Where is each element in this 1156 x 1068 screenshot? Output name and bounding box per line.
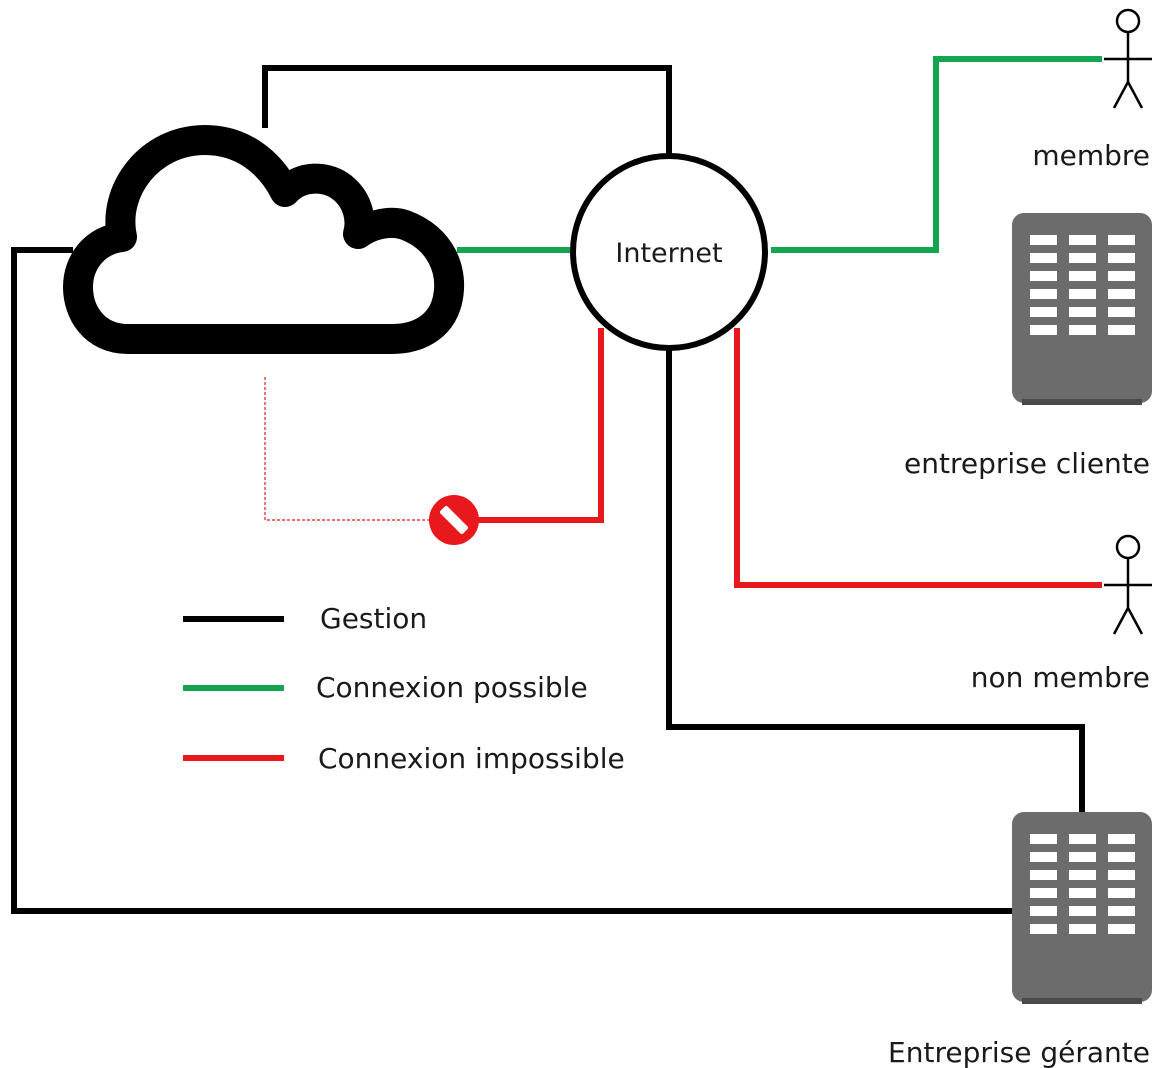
- server-base: [1022, 998, 1142, 1004]
- server-slot: [1069, 253, 1096, 263]
- legend-label-gestion: Gestion: [320, 602, 427, 635]
- link-internet-blocked: [478, 328, 604, 523]
- server-slot: [1108, 253, 1135, 263]
- non-membre-label: non membre: [971, 661, 1150, 694]
- legend: Gestion Connexion possible Connexion imp…: [183, 602, 625, 775]
- server-slot: [1069, 924, 1096, 934]
- server-slot: [1069, 852, 1096, 862]
- link-cloud-internet-top: [262, 65, 672, 157]
- gestion-links: [11, 65, 1085, 914]
- impossible-links: [264, 328, 1102, 588]
- server-slot: [1030, 870, 1057, 880]
- entreprise-cliente-label: entreprise cliente: [904, 447, 1150, 480]
- server-slot: [1030, 924, 1057, 934]
- server-slot: [1069, 271, 1096, 281]
- server-slot: [1030, 271, 1057, 281]
- server-slot: [1069, 307, 1096, 317]
- possible-links: [457, 56, 1102, 253]
- no-entry-icon: [429, 495, 479, 545]
- link-internet-membre: [771, 56, 1102, 253]
- server-slot: [1069, 888, 1096, 898]
- server-slot: [1030, 307, 1057, 317]
- link-internet-entreprise-gerante: [666, 350, 1085, 812]
- server-slot: [1030, 325, 1057, 335]
- link-blocked-cloud-dotted: [264, 375, 430, 521]
- server-slot: [1108, 289, 1135, 299]
- cloud-icon: [63, 125, 465, 354]
- server-slot: [1069, 235, 1096, 245]
- server-slot: [1069, 325, 1096, 335]
- server-slot: [1108, 924, 1135, 934]
- person-icon-membre: [1104, 8, 1152, 109]
- server-slot: [1108, 235, 1135, 245]
- server-slot: [1108, 271, 1135, 281]
- server-slot: [1030, 906, 1057, 916]
- server-slot: [1108, 888, 1135, 898]
- person-icon-non-membre: [1104, 534, 1152, 635]
- server-slot: [1030, 253, 1057, 263]
- server-icon-entreprise-cliente: [1012, 213, 1152, 405]
- server-slot: [1030, 235, 1057, 245]
- server-slot: [1108, 870, 1135, 880]
- link-internet-non-membre: [734, 328, 1102, 588]
- server-slot: [1108, 325, 1135, 335]
- server-slot: [1108, 852, 1135, 862]
- server-icon-entreprise-gerante: [1012, 812, 1152, 1004]
- server-base: [1022, 399, 1142, 405]
- server-slot: [1069, 870, 1096, 880]
- server-slot: [1108, 834, 1135, 844]
- legend-label-possible: Connexion possible: [316, 671, 588, 704]
- server-slot: [1069, 834, 1096, 844]
- link-cloud-entreprise-gerante: [11, 247, 1012, 914]
- legend-label-impossible: Connexion impossible: [318, 742, 625, 775]
- entreprise-gerante-label: Entreprise gérante: [888, 1036, 1150, 1068]
- server-slot: [1108, 307, 1135, 317]
- internet-node: Internet: [570, 153, 768, 351]
- internet-label: Internet: [615, 238, 722, 269]
- server-slot: [1030, 852, 1057, 862]
- membre-label: membre: [1032, 139, 1150, 172]
- server-slot: [1069, 906, 1096, 916]
- server-slot: [1030, 888, 1057, 898]
- server-slot: [1030, 834, 1057, 844]
- server-slot: [1069, 289, 1096, 299]
- server-slot: [1030, 289, 1057, 299]
- server-slot: [1108, 906, 1135, 916]
